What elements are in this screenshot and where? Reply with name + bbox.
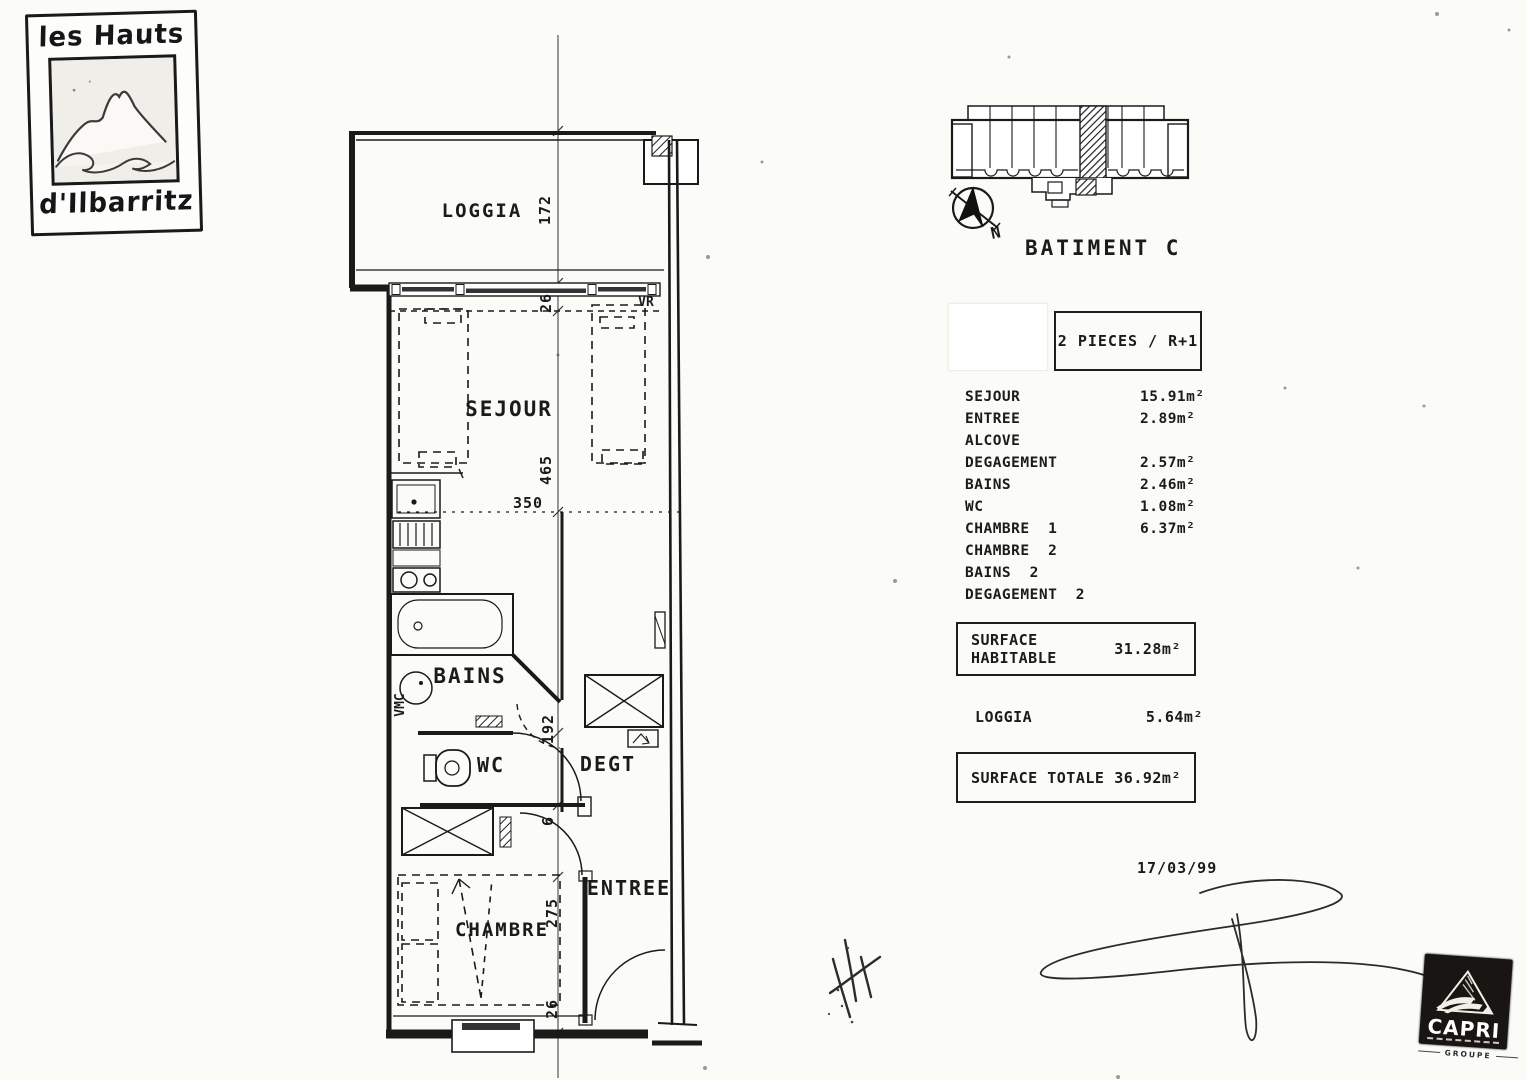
threshold-hatch <box>475 715 503 728</box>
room-label-chambre: CHAMBRE <box>455 919 549 941</box>
unit-dividers <box>989 106 1145 168</box>
entrance-zone <box>401 674 666 1026</box>
dim-6: 6 <box>539 816 557 826</box>
blank-label-patch <box>948 303 1048 371</box>
bathtub <box>390 593 514 656</box>
north-label: N <box>989 222 1002 243</box>
date-stamp: 17/03/99 <box>1137 859 1218 877</box>
batiment-title: BATIMENT C <box>1025 236 1182 260</box>
table-row: ALCOVE <box>965 433 1021 449</box>
mountains-sketch <box>56 90 167 162</box>
wc-room <box>418 715 592 817</box>
entry-door-swing <box>594 949 666 1021</box>
initials-scribble <box>827 938 882 1024</box>
dim-350: 350 <box>513 494 543 512</box>
balcony-scallops <box>956 169 1184 177</box>
surface-habitable-box: SURFACE HABITABLE 31.28m² <box>956 622 1196 676</box>
drainer-hatch <box>399 523 433 546</box>
partition-wall <box>560 512 666 812</box>
room-label-wc: WC <box>477 753 505 777</box>
chambre-furniture <box>397 874 561 1006</box>
center-extension <box>1031 178 1113 201</box>
table-row: CHAMBRE 2 <box>965 543 1058 559</box>
kitchenette <box>389 468 464 593</box>
building-site-plan: N <box>948 105 1190 243</box>
surface-totale-box: SURFACE TOTALE 36.92m² <box>956 752 1196 803</box>
room-label-entree: ENTREE <box>587 876 671 900</box>
outer-walls <box>349 131 702 1046</box>
toilet-tank <box>423 754 437 782</box>
loggia-label: LOGGIA <box>975 708 1033 726</box>
threshold-hatch-2 <box>499 816 512 848</box>
surface-habitable-value: 31.28m² <box>1114 640 1181 658</box>
loggia-window-band <box>356 269 664 312</box>
bathroom <box>390 593 562 749</box>
dim-26b: 26 <box>543 999 561 1019</box>
logo-mountain-wave-sketch <box>48 54 180 186</box>
dim-192: 192 <box>539 714 557 744</box>
unit-type-box: 2 PIECES / R+1 <box>1054 311 1202 371</box>
inner-door-swing <box>519 812 583 876</box>
capri-wordmark: CAPRI <box>1426 1014 1501 1045</box>
loggia-value: 5.64m² <box>1145 708 1203 726</box>
washbasin <box>399 671 433 705</box>
closet-entree <box>401 807 494 856</box>
stove <box>392 567 441 593</box>
room-label-bains: BAINS <box>433 664 506 688</box>
sejour-beds <box>398 304 646 468</box>
capri-groupe-logo: CAPRI GROUPE <box>1417 953 1525 1073</box>
dim-465: 465 <box>537 455 555 485</box>
dim-275: 275 <box>543 898 561 928</box>
surface-habitable-label: SURFACE HABITABLE <box>971 631 1057 667</box>
room-label-degt: DEGT <box>580 752 636 776</box>
wc-door-swing <box>512 732 582 802</box>
toilet-bowl <box>435 749 471 787</box>
label-vmc: VMC <box>393 693 408 716</box>
label-vr: VR <box>638 295 654 310</box>
closet-degt <box>584 674 664 728</box>
dim-172: 172 <box>536 195 554 225</box>
loggia-area-row: LOGGIA 5.64m² <box>975 708 1203 726</box>
signature <box>1040 879 1451 1042</box>
highlighted-unit <box>1079 105 1107 179</box>
room-label-sejour: SEJOUR <box>465 397 553 421</box>
north-compass: N <box>948 186 1002 243</box>
logo-line1: les Hauts <box>38 18 185 54</box>
angled-wall <box>511 653 562 704</box>
apartment-floorplan: LOGGIA SEJOUR BAINS WC DEGT ENTREE CHAMB… <box>349 35 702 1078</box>
electrical-panel <box>627 729 659 748</box>
logo-line2: d'Ilbarritz <box>38 185 194 221</box>
wave-sketch <box>55 152 176 174</box>
table-row: DEGAGEMENT 2 <box>965 587 1085 603</box>
chambre-window <box>393 1015 585 1053</box>
capri-logo-box: CAPRI <box>1418 953 1513 1050</box>
room-label-loggia: LOGGIA <box>442 200 523 222</box>
table-row: BAINS 2 <box>965 565 1039 581</box>
unit-type-label: 2 PIECES / R+1 <box>1057 332 1199 350</box>
surface-totale-label: SURFACE TOTALE <box>971 768 1105 787</box>
les-hauts-dilbarritz-logo: les Hauts d'Ilbarritz <box>24 9 204 237</box>
surface-totale-value: 36.92m² <box>1114 768 1181 787</box>
capri-mountain-icon <box>1436 969 1494 1015</box>
dim-26a: 26 <box>537 293 555 313</box>
